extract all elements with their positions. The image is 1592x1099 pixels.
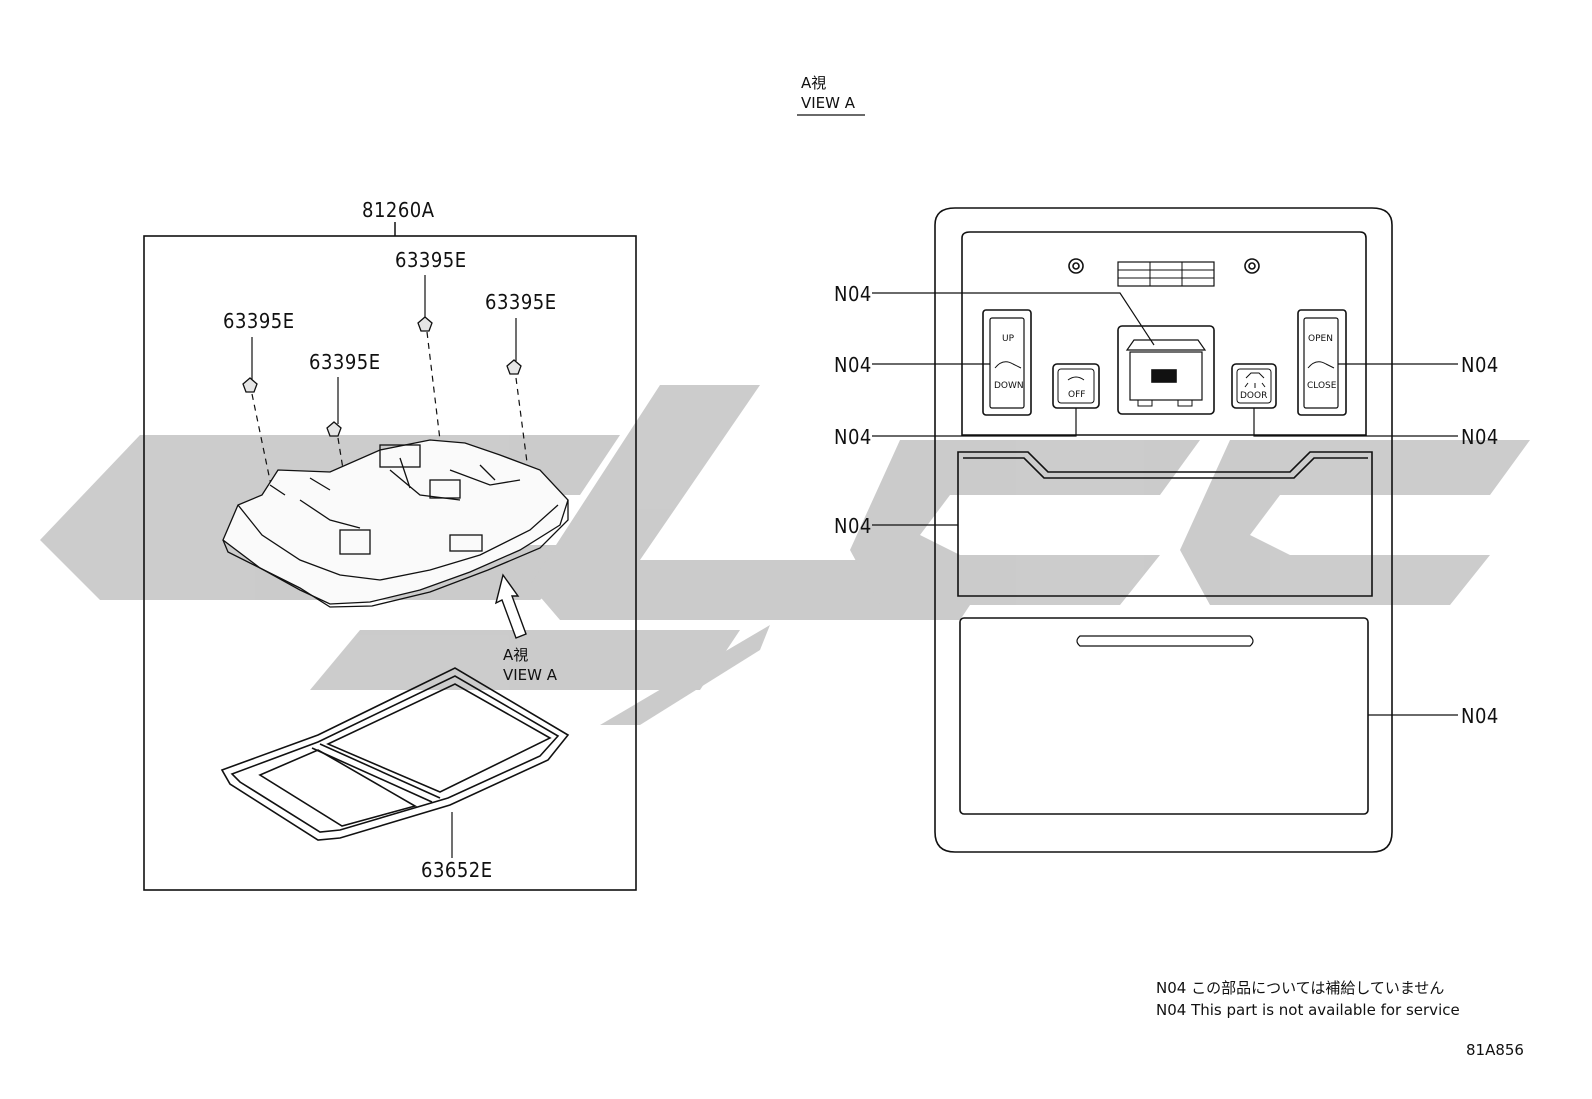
view-a-arrow bbox=[494, 573, 527, 639]
view-a-arrow-label-jp: A視 bbox=[503, 646, 529, 664]
view-a-header-en: VIEW A bbox=[801, 94, 856, 112]
down-label: DOWN bbox=[994, 381, 1024, 391]
assembly-part-number: 81260A bbox=[362, 198, 435, 222]
callout-n04-6: N04 bbox=[1461, 425, 1499, 449]
clip-label-4: 63395E bbox=[485, 290, 557, 314]
close-label: CLOSE bbox=[1307, 381, 1337, 391]
callout-n04-4: N04 bbox=[834, 514, 872, 538]
view-a-header-jp: A視 bbox=[801, 74, 827, 92]
callout-n04-7: N04 bbox=[1461, 704, 1499, 728]
callout-n04-3: N04 bbox=[834, 425, 872, 449]
callout-n04-2: N04 bbox=[834, 353, 872, 377]
clip-label-3: 63395E bbox=[395, 248, 467, 272]
clip-icon bbox=[242, 316, 522, 437]
view-a-console bbox=[934, 207, 1393, 853]
note-en: N04 This part is not available for servi… bbox=[1156, 1001, 1460, 1019]
lens-panel bbox=[220, 667, 570, 841]
clip-label-1: 63395E bbox=[223, 309, 295, 333]
console-housing bbox=[222, 439, 569, 608]
open-label: OPEN bbox=[1308, 334, 1333, 344]
note-jp: N04 この部品については補給していません bbox=[1156, 979, 1445, 997]
callout-n04-1: N04 bbox=[834, 282, 872, 306]
off-label: OFF bbox=[1068, 390, 1085, 400]
callout-leaders bbox=[872, 292, 1458, 716]
callout-n04-5: N04 bbox=[1461, 353, 1499, 377]
door-label: DOOR bbox=[1240, 391, 1267, 401]
view-a-arrow-label-en: VIEW A bbox=[503, 666, 558, 684]
up-label: UP bbox=[1002, 334, 1015, 344]
clip-label-2: 63395E bbox=[309, 350, 381, 374]
lens-part-number: 63652E bbox=[421, 858, 493, 882]
figure-id: 81A856 bbox=[1466, 1041, 1524, 1059]
assembly-frame bbox=[143, 235, 637, 891]
